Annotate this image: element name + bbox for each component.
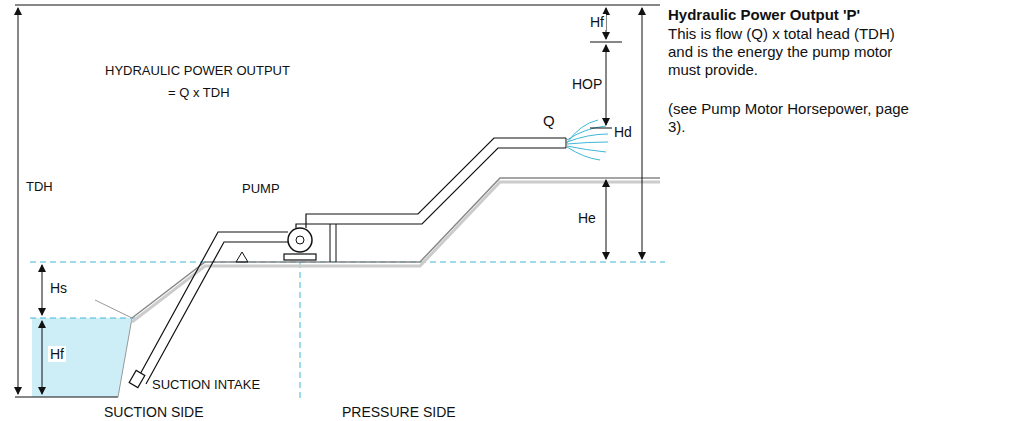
dimension-label: HOP	[570, 76, 604, 92]
dimension-label: Hf	[48, 346, 66, 362]
note-text: (see Pump Motor Horsepower, page 3).	[668, 100, 928, 136]
intake-label: SUCTION INTAKE	[150, 378, 262, 393]
ground-line	[132, 178, 660, 318]
dimension-label: He	[576, 210, 598, 226]
pump-symbol	[288, 228, 312, 252]
side-divider	[300, 262, 301, 398]
note-text: This is flow (Q) x total head (TDH) and …	[668, 25, 913, 79]
flow-label: Q	[543, 112, 555, 129]
note-heading: Hydraulic Power Output 'P'	[668, 6, 860, 23]
suction-pipe	[138, 232, 288, 378]
suction-strainer	[129, 370, 145, 387]
dimension-label: Hs	[48, 280, 69, 296]
water-body	[32, 318, 132, 397]
formula-text: = Q x TDH	[168, 86, 230, 101]
dimension-label: Hd	[612, 124, 634, 140]
water-spray	[567, 120, 608, 160]
pump-label: PUMP	[242, 182, 280, 197]
discharge-pipe	[306, 138, 566, 228]
dimension-label: Hf	[588, 14, 606, 30]
tdh-dimension	[18, 8, 19, 394]
formula-heading: HYDRAULIC POWER OUTPUT	[105, 64, 290, 79]
water-level-line	[30, 318, 135, 319]
dimension-label: TDH	[24, 180, 55, 195]
side-label: SUCTION SIDE	[104, 404, 204, 420]
side-label: PRESSURE SIDE	[342, 404, 456, 420]
